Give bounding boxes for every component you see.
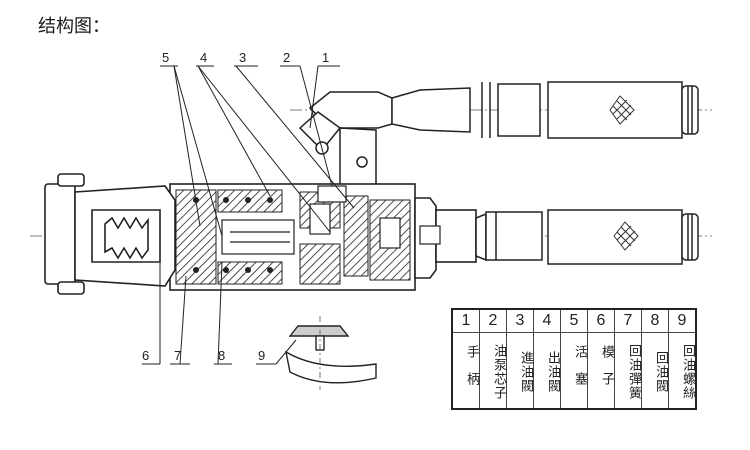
lower-handle — [485, 209, 699, 265]
legend-description: 回油閥 — [641, 332, 669, 410]
bolt-holes — [193, 197, 273, 273]
callout-8: 8 — [218, 348, 225, 363]
legend-description: 活塞 — [560, 332, 588, 410]
piston-internals — [221, 185, 441, 255]
legend-number: 5 — [560, 308, 588, 333]
callout-9: 9 — [258, 348, 265, 363]
legend-number: 1 — [451, 308, 480, 333]
callout-4: 4 — [200, 50, 207, 65]
upper-grip-knurl — [609, 95, 635, 125]
legend-number: 8 — [641, 308, 669, 333]
callout-2: 2 — [283, 50, 290, 65]
legend-number: 3 — [506, 308, 534, 333]
upper-handle — [308, 81, 699, 139]
legend-description: 油泵芯子 — [479, 332, 507, 410]
legend-number: 9 — [668, 308, 697, 333]
callout-1: 1 — [322, 50, 329, 65]
callout-7: 7 — [174, 348, 181, 363]
legend-description: 進油閥 — [506, 332, 534, 410]
callout-3: 3 — [239, 50, 246, 65]
legend-description: 手柄 — [451, 332, 480, 410]
legend-number: 2 — [479, 308, 507, 333]
callout-5: 5 — [162, 50, 169, 65]
crimp-head — [44, 173, 176, 295]
legend-description: 出油閥 — [533, 332, 561, 410]
parts-legend-table: 1 2 3 4 5 6 7 8 9 手柄 油泵芯子 進油閥 出油閥 活塞 模子 … — [451, 308, 697, 410]
legend-description: 回油螺絲 — [668, 332, 697, 410]
legend-number-row: 1 2 3 4 5 6 7 8 9 — [451, 308, 697, 333]
legend-number: 4 — [533, 308, 561, 333]
lower-grip-knurl — [613, 221, 639, 251]
release-screw-detail — [285, 316, 377, 390]
legend-description: 回油彈簧 — [614, 332, 642, 410]
leader-lines — [142, 65, 355, 365]
legend-number: 7 — [614, 308, 642, 333]
diagram-title: 结构图： — [38, 16, 110, 37]
legend-description-row: 手柄 油泵芯子 進油閥 出油閥 活塞 模子 回油彈簧 回油閥 回油螺絲 — [451, 332, 697, 410]
legend-description: 模子 — [587, 332, 615, 410]
callout-6: 6 — [142, 348, 149, 363]
legend-number: 6 — [587, 308, 615, 333]
